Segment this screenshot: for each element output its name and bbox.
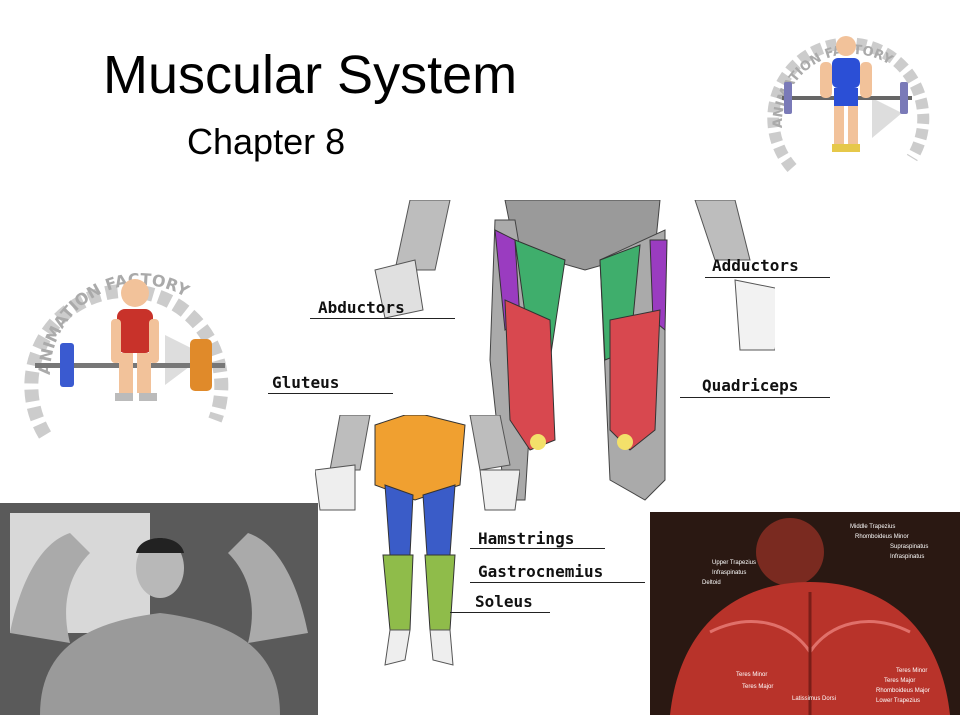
back-photo-label-8: Teres Major [742, 684, 774, 690]
label-abductors: Abductors [318, 298, 405, 317]
anterior-thigh-diagram [355, 200, 775, 510]
label-quadriceps: Quadriceps [702, 376, 799, 395]
back-photo-label-3: Infraspinatus [890, 554, 925, 560]
soleus-leader [450, 612, 550, 613]
back-photo-label-6: Deltoid [702, 580, 721, 586]
back-muscles-photo: Middle Trapezius Rhomboideus Minor Supra… [650, 512, 960, 715]
hamstrings-leader [470, 548, 605, 549]
label-gluteus: Gluteus [272, 373, 340, 392]
slide-title: Muscular System [103, 45, 518, 105]
back-photo-label-1: Rhomboideus Minor [855, 534, 909, 540]
back-photo-label-11: Teres Major [884, 678, 916, 684]
back-photo-label-7: Teres Minor [736, 672, 768, 678]
abductors-leader [310, 318, 455, 319]
weightlifter-blue-clipart: ANIMATION FACTORY [762, 18, 930, 186]
label-hamstrings: Hamstrings [478, 529, 575, 548]
bodybuilder-photo [0, 503, 318, 715]
gastrocnemius-leader [470, 582, 645, 583]
back-photo-label-12: Rhomboideus Major [876, 688, 930, 694]
gluteus-leader [268, 393, 393, 394]
label-adductors: Adductors [712, 256, 799, 275]
back-photo-label-2: Supraspinatus [890, 544, 929, 550]
label-soleus: Soleus [475, 592, 533, 611]
weightlifter-red-clipart: ANIMATION FACTORY [15, 235, 245, 460]
slide-subtitle: Chapter 8 [187, 121, 346, 162]
back-photo-label-0: Middle Trapezius [850, 524, 896, 530]
quadriceps-leader [680, 397, 830, 398]
back-photo-label-5: Infraspinatus [712, 570, 747, 576]
posterior-leg-diagram [315, 415, 520, 675]
back-photo-label-4: Upper Trapezius [712, 560, 757, 566]
back-photo-label-9: Latissimus Dorsi [792, 696, 837, 702]
adductors-leader [705, 277, 830, 278]
back-photo-label-10: Teres Minor [896, 668, 928, 674]
label-gastrocnemius: Gastrocnemius [478, 562, 604, 581]
back-photo-label-13: Lower Trapezius [876, 698, 921, 704]
